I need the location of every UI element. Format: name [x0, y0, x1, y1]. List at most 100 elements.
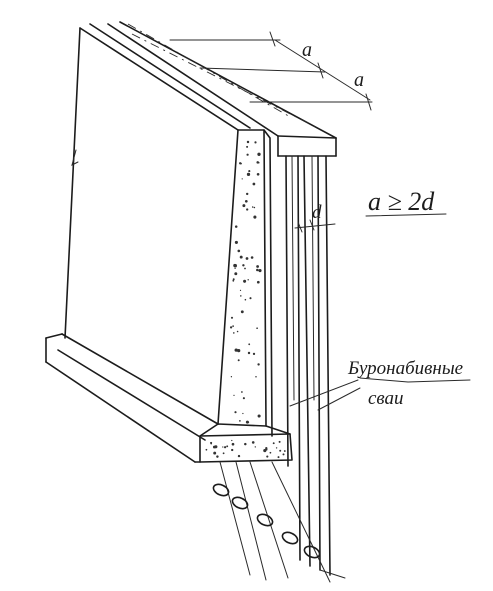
- hatch-dot: [231, 442, 235, 446]
- hatch-dot: [222, 446, 224, 448]
- hatch-dot: [230, 376, 233, 378]
- hatch-dot: [252, 182, 256, 186]
- hatch-dot: [248, 343, 251, 346]
- hatch-dot: [240, 295, 242, 297]
- hatch-dot: [233, 263, 237, 268]
- hatch-dot: [257, 161, 260, 164]
- hatch-dot: [210, 443, 212, 445]
- hatch-dot: [248, 170, 251, 173]
- hatch-dot: [258, 269, 262, 273]
- hatch-dot: [272, 442, 275, 445]
- hatch-dot: [239, 420, 241, 422]
- hatch-dot: [246, 172, 251, 177]
- lower-beam: [45, 333, 219, 463]
- hatch-dot: [246, 140, 250, 144]
- dim-d-label: d: [312, 202, 322, 223]
- hatch-dot: [241, 178, 243, 180]
- back-panel: [64, 23, 251, 339]
- hatch-dot: [257, 152, 261, 156]
- hatch-dot: [283, 450, 286, 452]
- leader-pile-2: [317, 387, 361, 411]
- hatch-dot: [230, 316, 234, 319]
- hatch-dot: [234, 267, 236, 270]
- hatch-dot: [256, 280, 260, 284]
- hatch-dot: [239, 255, 243, 259]
- hatch-dot: [240, 162, 242, 165]
- hatch-dot: [237, 359, 240, 362]
- hatch-dot: [244, 267, 246, 270]
- footing-hatching: [205, 439, 286, 459]
- hatch-dot: [252, 352, 256, 356]
- hatch-dot: [253, 215, 257, 219]
- hatch-dot: [245, 257, 249, 260]
- hatch-dot: [223, 446, 227, 449]
- hatch-dot: [246, 153, 249, 156]
- hatch-dot: [214, 445, 218, 449]
- bored-piles: [212, 155, 346, 583]
- hatch-dot: [237, 348, 241, 353]
- hatch-dot: [246, 145, 249, 148]
- hatch-dot: [242, 264, 245, 267]
- hatch-dot: [232, 325, 234, 327]
- hatch-dot: [232, 278, 235, 281]
- hatch-dot: [232, 279, 235, 282]
- hatch-dot: [242, 412, 244, 415]
- hatch-dot: [275, 447, 278, 449]
- dimension-lines: [169, 31, 373, 111]
- hatch-dot: [265, 448, 268, 451]
- hatch-dot: [226, 445, 229, 448]
- hatch-dot: [231, 439, 233, 442]
- hatch-dot: [249, 297, 252, 300]
- footing: [199, 423, 293, 463]
- pile-diameter-dimension: [294, 219, 336, 233]
- hatch-dot: [213, 451, 217, 455]
- hatch-dot: [251, 441, 255, 444]
- hatch-dot: [256, 172, 260, 176]
- hatch-dot: [254, 141, 257, 144]
- hatch-dot: [266, 455, 269, 458]
- hatch-dot: [243, 279, 247, 283]
- hatch-dot: [231, 448, 234, 452]
- hatch-dot: [245, 192, 249, 196]
- hatch-dot: [277, 456, 280, 459]
- hatch-dot: [253, 206, 256, 209]
- hatch-dot: [247, 421, 250, 424]
- hatch-dot: [242, 397, 245, 400]
- hatch-dot: [233, 394, 235, 397]
- formula-underline: [365, 213, 447, 217]
- hatch-dot: [232, 332, 235, 334]
- hatch-dot: [278, 440, 281, 443]
- hatch-dot: [216, 455, 219, 458]
- hatch-dot: [234, 225, 238, 228]
- hatch-dot: [254, 446, 256, 448]
- hatch-dot: [246, 208, 249, 211]
- hatch-dot: [241, 391, 243, 393]
- hatch-dot: [234, 348, 238, 352]
- hatch-dot: [256, 265, 259, 268]
- hatch-dot: [257, 414, 261, 418]
- hatch-dot: [247, 351, 251, 355]
- hatch-dot: [244, 298, 247, 301]
- hatch-dot: [242, 204, 246, 208]
- formula-label: a ≥ 2d: [368, 187, 435, 216]
- leader-pile-1: [289, 379, 359, 407]
- hatch-dot: [234, 272, 238, 276]
- hatch-dot: [257, 363, 260, 366]
- concrete-stem: [217, 129, 273, 437]
- hatch-dot: [240, 310, 244, 314]
- hatch-dot: [222, 452, 225, 455]
- hatch-dot: [244, 442, 247, 446]
- hatch-dot: [234, 411, 237, 414]
- hatch-dot: [247, 279, 249, 281]
- hatch-dot: [282, 453, 285, 456]
- hatch-dot: [236, 330, 239, 333]
- hatch-dot: [251, 206, 254, 208]
- hatch-dot: [234, 240, 238, 244]
- hatch-dot: [269, 451, 272, 454]
- label-leader: [359, 377, 471, 383]
- hatch-dot: [237, 249, 241, 253]
- hatch-dot: [279, 449, 282, 452]
- hatch-dot: [250, 256, 254, 259]
